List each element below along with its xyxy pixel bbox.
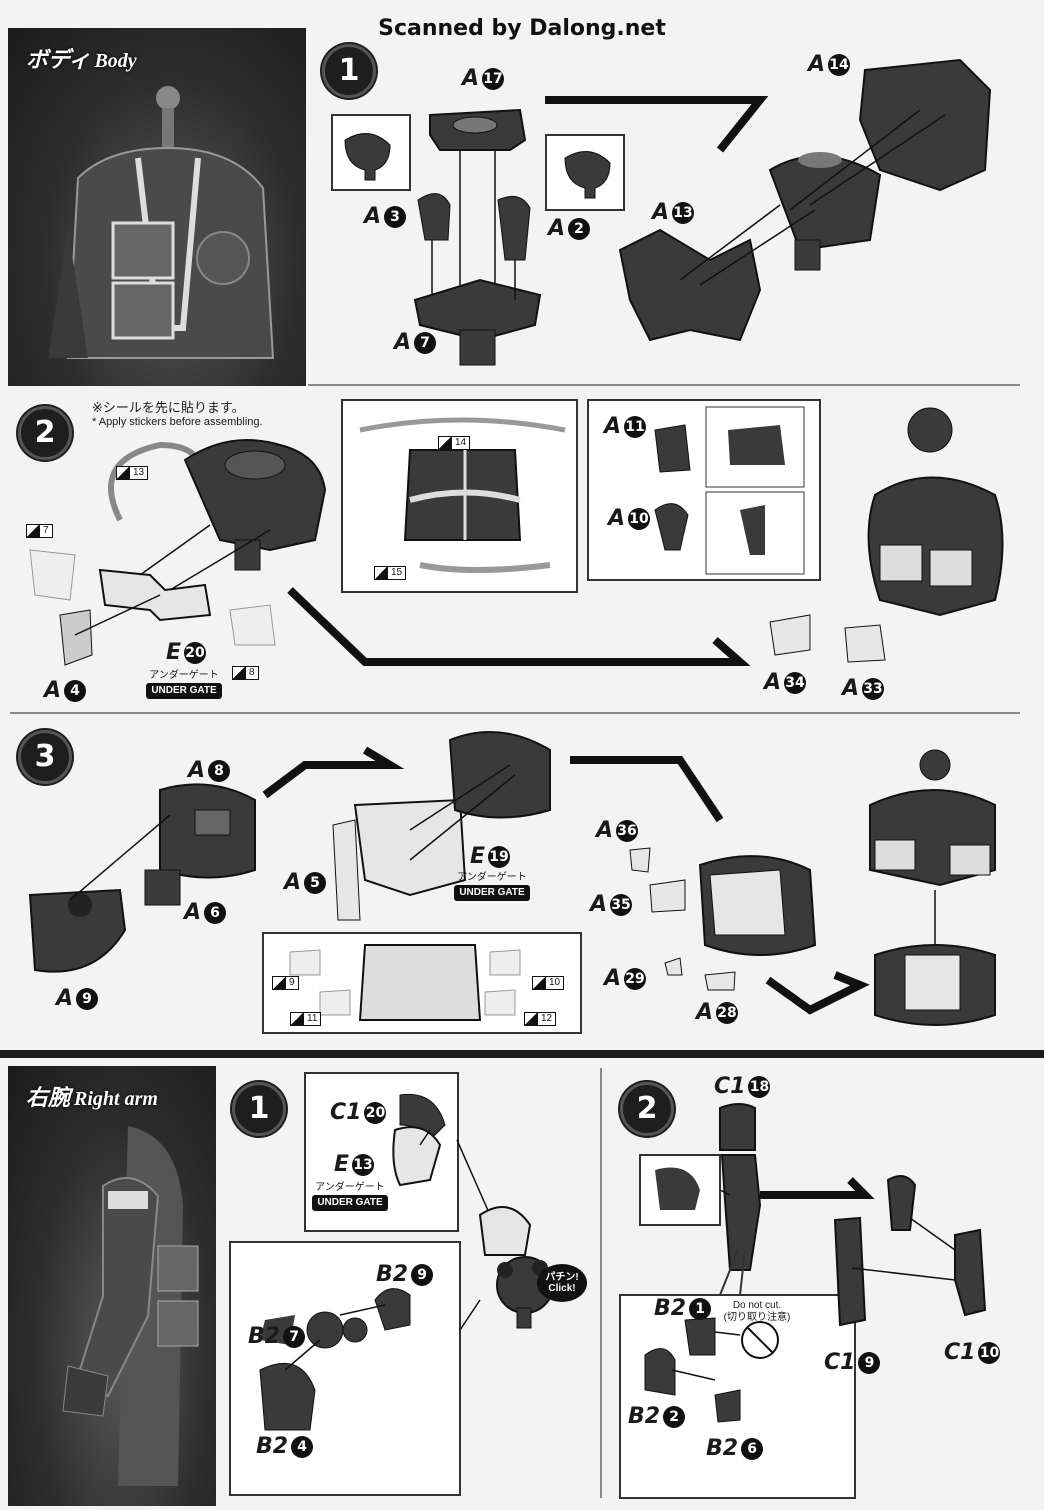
sticker-9: 9 <box>272 976 299 990</box>
sticker-11: 11 <box>290 1012 322 1026</box>
sticker-7: 7 <box>26 524 53 538</box>
section-separator <box>0 1050 1044 1058</box>
body-figure-illustration <box>48 86 275 359</box>
do-not-cut-note: Do not cut. (切り取り注意) <box>723 1300 791 1323</box>
under-gate-e19: アンダーゲート UNDER GATE <box>454 872 530 901</box>
body-step2-number: 2 <box>18 406 72 460</box>
sticker-10: 10 <box>532 976 565 990</box>
sticker-15: 15 <box>374 566 407 580</box>
under-gate-e20: アンダーゲート UNDER GATE <box>146 670 222 699</box>
section-divider <box>10 712 1020 714</box>
under-gate-e13: アンダーゲート UNDER GATE <box>312 1182 388 1211</box>
arm-figure-illustration <box>62 1126 199 1486</box>
body-step3-number: 3 <box>18 730 72 784</box>
section-divider <box>308 384 1020 386</box>
sticker-note-jp: ※シールを先に貼ります。 <box>92 400 245 415</box>
sticker-note-en: * Apply stickers before assembling. <box>92 416 263 428</box>
sticker-13: 13 <box>116 466 149 480</box>
body-step2-drawing <box>29 399 1004 666</box>
body-step3-drawing <box>28 731 996 1034</box>
click-bubble: パチン! Click! <box>537 1264 587 1302</box>
sticker-14: 14 <box>438 436 471 450</box>
sticker-8: 8 <box>232 666 259 680</box>
arm-step1-number: 1 <box>232 1082 286 1136</box>
body-step1-number: 1 <box>322 44 376 98</box>
sticker-12: 12 <box>524 1012 557 1026</box>
body-step1-drawing <box>331 58 992 366</box>
scan-credit: Scanned by Dalong.net <box>378 16 666 41</box>
arm-step2-drawing <box>619 1103 987 1499</box>
step-divider <box>600 1068 602 1498</box>
arm-step2-number: 2 <box>620 1082 674 1136</box>
